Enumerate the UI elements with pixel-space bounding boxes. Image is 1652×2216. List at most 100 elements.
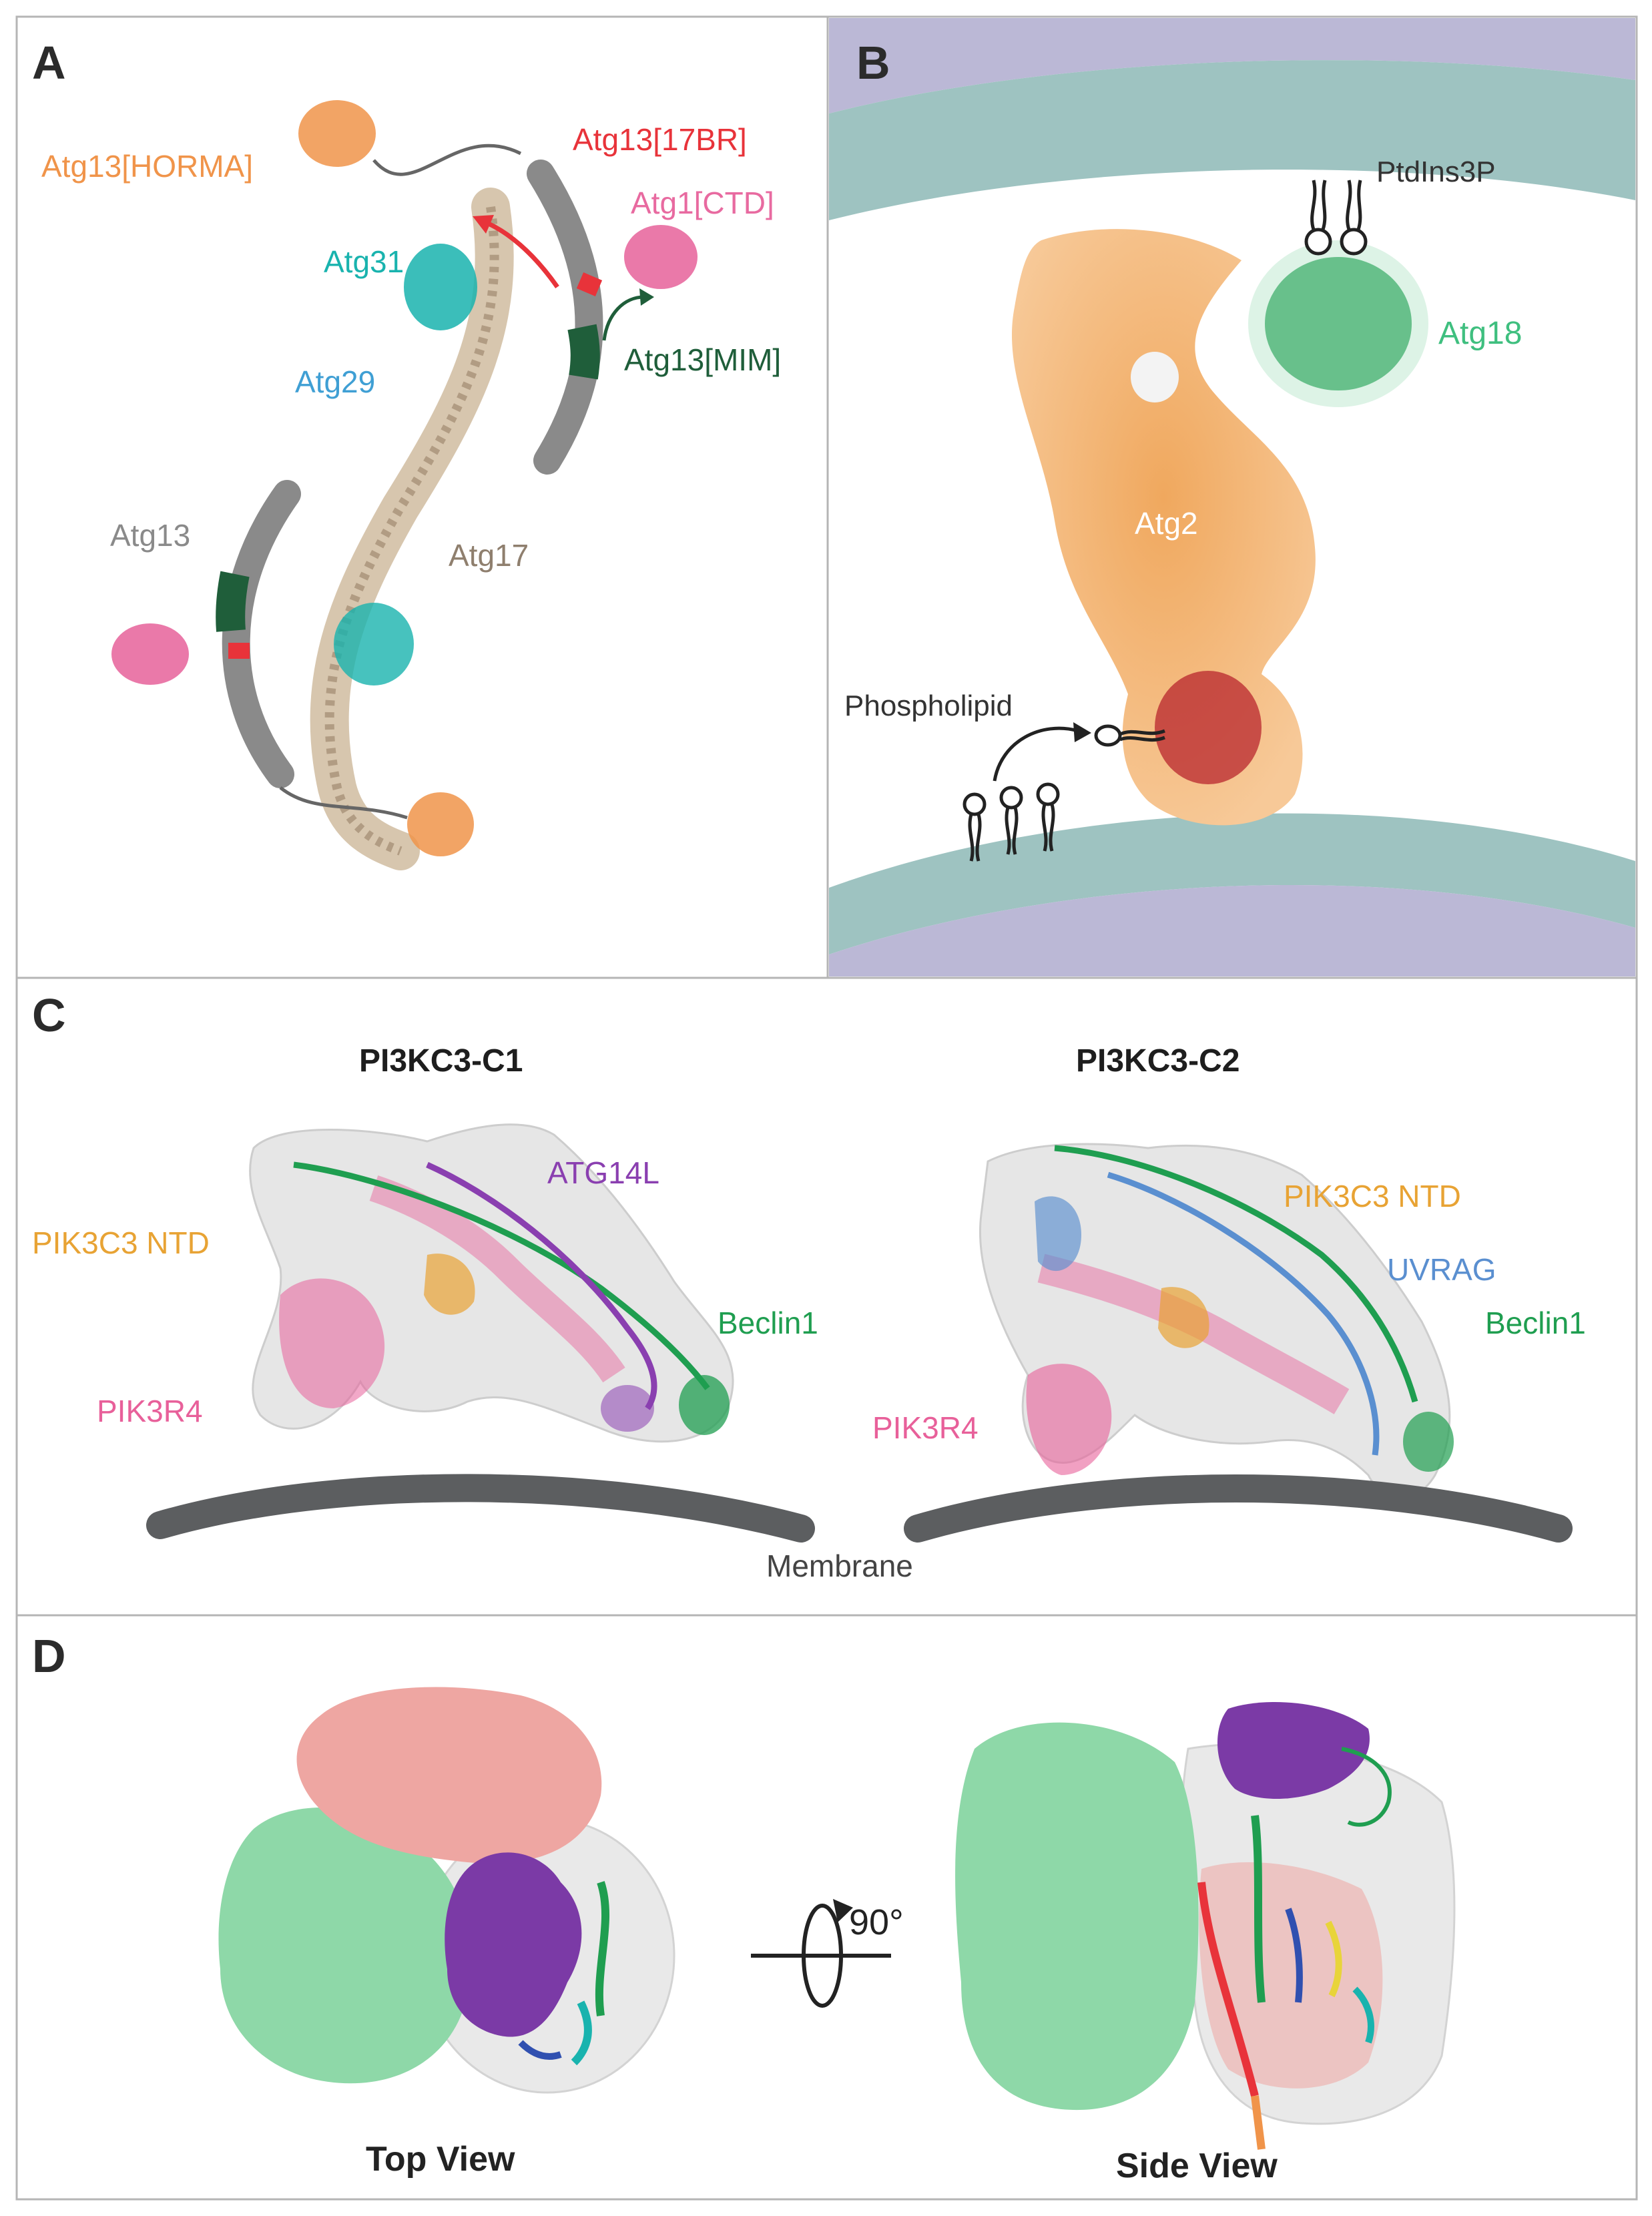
- atg18-structure: [1265, 257, 1412, 390]
- arrow-17br-head: [473, 215, 494, 234]
- label-atg17: Atg17: [449, 538, 529, 573]
- phospholipid-head-3: [1036, 782, 1060, 806]
- side-view-green-density: [955, 1722, 1199, 2111]
- atg13-horma-structure-lower: [407, 792, 474, 856]
- label-pik3c3-ntd-left: PIK3C3 NTD: [32, 1225, 210, 1260]
- pi3kc3-c2-beclin1-helix: [1054, 1145, 1418, 1403]
- label-pik3c3-ntd-right: PIK3C3 NTD: [1284, 1179, 1461, 1213]
- label-atg13-17br: Atg13[17BR]: [573, 122, 747, 157]
- phospholipid-arrow: [993, 726, 1079, 782]
- pi3kc3-c1-pik3c3-ntd: [424, 1254, 475, 1315]
- panel-d-letter: D: [32, 1630, 66, 1682]
- phospholipid-head-1: [962, 792, 987, 816]
- atg1-ctd-structure-lower: [111, 623, 189, 685]
- ptdins3p-lipids: [1304, 180, 1368, 256]
- pi3kc3-c1-pik3r4-helical: [369, 1175, 625, 1383]
- atg31-atg29-structure-lower: [334, 603, 414, 685]
- label-atg13-mim: Atg13[MIM]: [624, 342, 781, 377]
- side-view-coil-green: [1341, 1747, 1392, 1827]
- ptdins3p-tail-1: [1310, 180, 1327, 230]
- panel-d-frame: [15, 1614, 1638, 2201]
- top-view-helix-cyan: [571, 2000, 592, 2066]
- panel-borders: [15, 15, 1638, 2201]
- atg13-mim-band-upper: [567, 324, 600, 380]
- side-view-helix-orange: [1251, 2095, 1266, 2150]
- linker-upper: [372, 144, 522, 176]
- pi3kc3-c2-uvrag-domain: [1035, 1196, 1081, 1272]
- phospholipid-arrow-head: [1073, 722, 1091, 742]
- atg2-shape: [1011, 229, 1316, 826]
- membrane-bottom-inner: [829, 813, 1635, 954]
- phospholipid-transferred-tail: [1119, 729, 1165, 742]
- pi3kc3-c2-pik3c3-ntd: [1158, 1287, 1209, 1348]
- pi3kc3-c1-atg14l-helix: [426, 1161, 657, 1410]
- rotation-label: 90°: [849, 1902, 904, 1942]
- label-side-view: Side View: [1116, 2147, 1278, 2185]
- pi3kc3-c1-beclin1-bard: [679, 1375, 730, 1435]
- linker-lower: [279, 786, 408, 820]
- label-pik3r4-right: PIK3R4: [872, 1410, 979, 1445]
- membrane-bar-c2: [904, 1474, 1573, 1543]
- atg18-density: [1248, 240, 1428, 407]
- label-atg14l: ATG14L: [547, 1155, 659, 1190]
- atg13-horma-structure-upper: [298, 100, 376, 167]
- side-view-helix-cyan: [1352, 1986, 1374, 2044]
- arrow-mim: [602, 295, 645, 341]
- rotation-arc: [802, 1904, 843, 2008]
- panel-b-letter: B: [856, 37, 890, 89]
- pi3kc3-c1-atg14l-domain: [601, 1385, 654, 1432]
- top-view-helix-green: [595, 1881, 610, 2016]
- phospholipid-head-2: [999, 786, 1023, 810]
- pi3kc3-c1-beclin1-helix: [293, 1161, 710, 1390]
- panel-c-letter: C: [32, 989, 66, 1041]
- membrane-top-outer: [829, 18, 1635, 113]
- label-atg1-ctd: Atg1[CTD]: [631, 186, 774, 220]
- top-view-green-density: [218, 1807, 472, 2084]
- atg13-arc-upper: [527, 160, 603, 475]
- ptdins3p-head-2: [1340, 228, 1368, 256]
- atg2-hole: [1131, 352, 1179, 402]
- atg17-rod: [310, 188, 514, 870]
- panel-b: B PtdIns3P Atg18 Atg2 Phospholipid: [829, 18, 1635, 977]
- side-view-helix-red: [1197, 1882, 1259, 2097]
- label-atg13-horma: Atg13[HORMA]: [41, 149, 253, 184]
- pi3kc3-c2-uvrag-helix: [1107, 1171, 1380, 1456]
- label-uvrag: UVRAG: [1387, 1252, 1496, 1287]
- side-view-helix-green: [1251, 1815, 1266, 2003]
- atg13-arc-lower: [222, 480, 301, 788]
- top-view-helix-blue: [518, 2040, 562, 2060]
- panel-c: C PI3KC3-C1 PI3KC3-C2 ATG14L PIK3C3 NTD …: [32, 989, 1586, 1583]
- pi3kc3-c2-beclin1-bard: [1403, 1412, 1454, 1472]
- membrane-bar-c1: [146, 1474, 815, 1543]
- label-atg29: Atg29: [295, 364, 375, 399]
- atg2-tip-structure: [1155, 671, 1262, 784]
- membrane-top-inner: [829, 60, 1635, 220]
- label-beclin1-left: Beclin1: [718, 1306, 818, 1340]
- side-view-purple-density: [1217, 1702, 1370, 1799]
- ptdins3p-tail-2: [1346, 180, 1362, 230]
- label-membrane: Membrane: [766, 1549, 913, 1583]
- ptdins3p-head-1: [1304, 228, 1332, 256]
- phospholipids: [962, 724, 1165, 862]
- panel-a-letter: A: [32, 37, 66, 89]
- top-view-purple-density: [445, 1852, 582, 2037]
- label-top-view: Top View: [366, 2140, 515, 2179]
- side-view-pink-density: [1199, 1862, 1383, 2089]
- title-pi3kc3-c1: PI3KC3-C1: [359, 1043, 523, 1079]
- panel-d: D 90° Top View Side View: [32, 1630, 1456, 2185]
- arrow-mim-head: [639, 288, 654, 306]
- side-view-helix-blue: [1285, 1908, 1303, 2003]
- label-atg31: Atg31: [324, 244, 404, 279]
- phospholipid-transferred: [1094, 724, 1122, 747]
- label-beclin1-right: Beclin1: [1485, 1306, 1586, 1340]
- top-view-pink-density: [296, 1687, 602, 1864]
- side-view-helix-yellow: [1325, 1920, 1342, 1998]
- label-atg2: Atg2: [1135, 506, 1198, 541]
- rotation-symbol: [751, 1899, 891, 2008]
- phospholipid-tails: [968, 804, 1055, 862]
- atg13-mim-band-lower: [216, 571, 250, 632]
- label-ptdins3p: PtdIns3P: [1376, 156, 1496, 188]
- panel-a: A Atg13[HORMA] Atg13[17BR] Atg1[CTD] Atg…: [32, 37, 781, 870]
